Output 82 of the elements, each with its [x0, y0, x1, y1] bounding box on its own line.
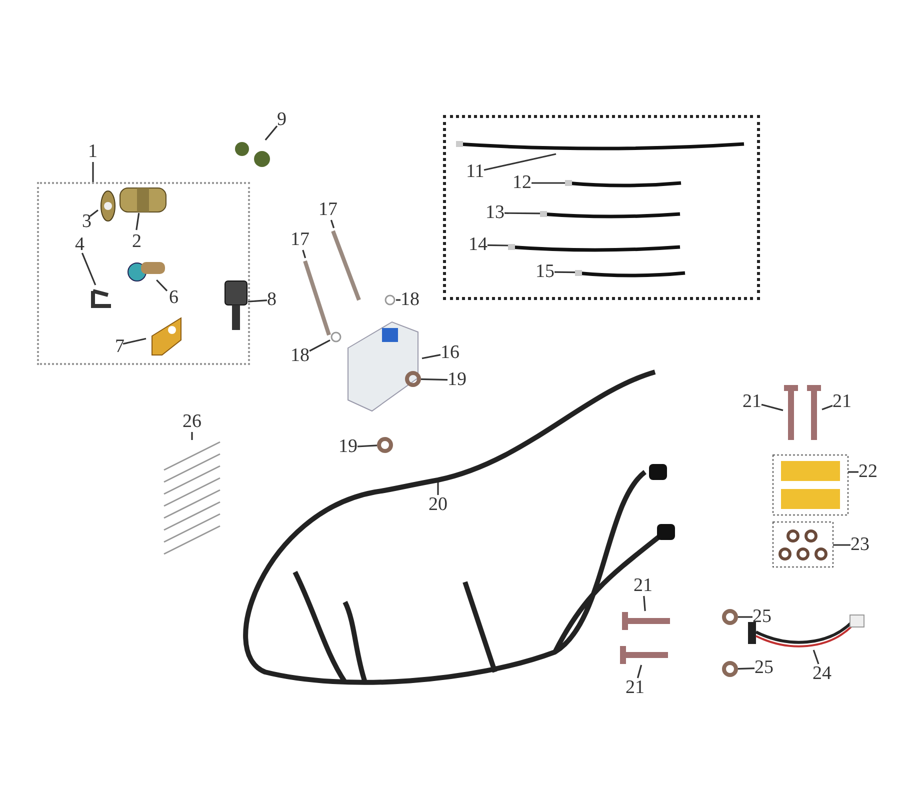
leader-line: [822, 404, 833, 410]
callout-number: 7: [115, 337, 124, 357]
callout-number: 6: [169, 288, 178, 308]
washer-drawing: [377, 437, 393, 453]
leader-line: [156, 279, 168, 292]
leader-line: [191, 432, 193, 440]
callout-number: 16: [440, 343, 460, 363]
callout-number: 9: [277, 110, 286, 130]
leader-line: [437, 482, 439, 495]
leader-line: [396, 299, 400, 301]
callout-number: 21: [742, 392, 762, 412]
callout-number: 2: [132, 232, 142, 252]
bolt-drawing: [302, 258, 332, 338]
callout-number: 22: [858, 462, 878, 482]
bolt-drawing: [783, 385, 799, 440]
leader-line: [643, 596, 646, 612]
callout-number: 17: [318, 200, 338, 220]
leader-line: [136, 212, 140, 230]
callout-number: 25: [752, 607, 772, 627]
leader-line: [738, 616, 752, 618]
leader-line: [833, 544, 850, 546]
leader-line: [761, 404, 784, 412]
callout-number: 21: [634, 576, 652, 596]
callout-number: 21: [832, 392, 852, 412]
ignition-switch-drawing: [118, 185, 168, 215]
washer-drawing: [722, 661, 738, 677]
callout-number: 20: [428, 495, 448, 515]
callout-number: 24: [812, 664, 832, 684]
leader-line: [420, 378, 448, 381]
leader-line: [532, 182, 565, 184]
lock-cylinder-drawing: [100, 190, 116, 222]
callout-number: 26: [182, 412, 202, 432]
cable-drawing: [575, 267, 687, 279]
washer-drawing: [405, 371, 421, 387]
callout-number: 14: [468, 235, 488, 255]
callout-number: 18: [290, 346, 310, 366]
callout-number: 21: [626, 678, 644, 698]
leader-line: [248, 300, 268, 302]
callout-number: 3: [82, 212, 92, 232]
washer-drawing: [722, 609, 738, 625]
cable-drawing: [565, 177, 683, 189]
nut-set-drawing: [773, 522, 833, 567]
leader-line: [302, 250, 306, 258]
leader-line: [264, 125, 278, 141]
callout-number: 15: [536, 262, 554, 282]
callout-number: 18: [400, 290, 420, 310]
leader-line: [90, 209, 98, 217]
leader-line: [636, 664, 642, 678]
callout-number: 23: [850, 535, 870, 555]
leader-line: [309, 340, 330, 352]
leader-line: [848, 471, 858, 473]
dotted-frame: [37, 182, 250, 365]
callout-number: 13: [486, 203, 504, 223]
leader-line: [504, 212, 540, 214]
callout-number: 11: [466, 162, 484, 182]
cable-drawing: [540, 208, 682, 220]
plate-set-drawing: [773, 455, 848, 515]
leader-line: [812, 650, 820, 664]
leader-line: [487, 244, 508, 246]
leader-line: [122, 338, 146, 345]
leader-line: [92, 162, 94, 182]
callout-number: 4: [75, 235, 84, 255]
leader-line: [357, 444, 378, 448]
leader-line: [484, 153, 556, 171]
callout-number: 19: [448, 370, 466, 390]
ring-drawing: [384, 294, 396, 306]
ring-drawing: [330, 331, 342, 343]
leader-line: [81, 252, 96, 286]
bolt-drawing: [330, 228, 362, 303]
callout-number: 1: [88, 142, 98, 162]
bolt-drawing: [806, 385, 822, 440]
callout-number: 25: [754, 658, 774, 678]
callout-number: 12: [512, 173, 532, 193]
leader-line: [330, 220, 335, 228]
callout-number: 19: [338, 437, 358, 457]
leader-line: [554, 271, 575, 274]
callout-number: 8: [267, 290, 276, 310]
callout-number: 17: [290, 230, 310, 250]
wire-set-drawing: [162, 440, 222, 555]
clip-drawing: [90, 287, 114, 309]
leader-line: [422, 354, 441, 360]
leader-line: [738, 668, 755, 670]
